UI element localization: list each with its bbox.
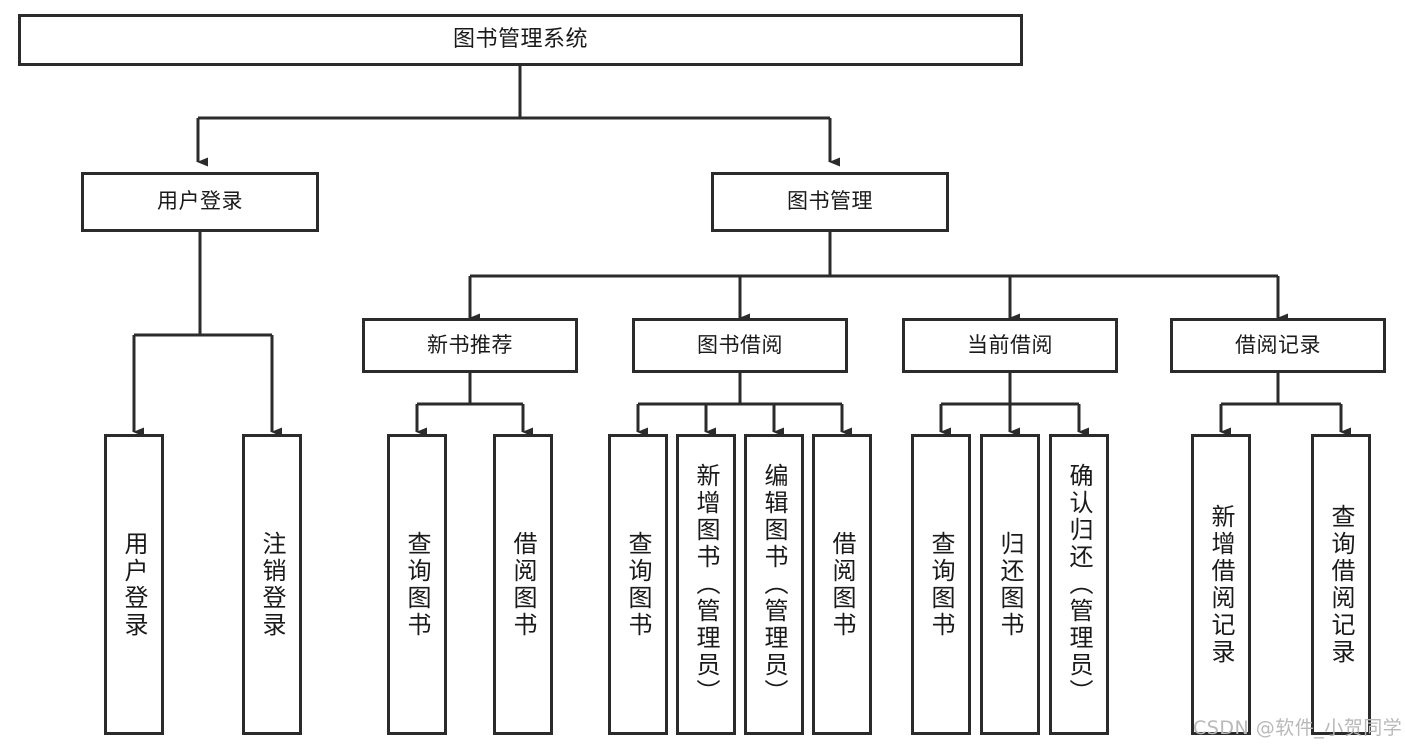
node-label: 新增借阅记录 — [1209, 504, 1233, 666]
node-label: 查询借阅记录 — [1329, 504, 1353, 666]
node-current-borrowing[interactable]: 当前借阅 — [902, 318, 1118, 373]
node-user-login[interactable]: 用户登录 — [81, 172, 319, 232]
node-label: 借阅记录 — [1235, 334, 1321, 358]
node-leaf-query-book-borrow[interactable]: 查询图书 — [608, 434, 668, 735]
node-leaf-add-book-admin[interactable]: 新增图书（管理员） — [676, 434, 736, 735]
node-new-book-recommendation[interactable]: 新书推荐 — [362, 318, 578, 373]
node-label: 图书管理系统 — [453, 28, 588, 53]
node-leaf-borrow-book[interactable]: 借阅图书 — [812, 434, 872, 735]
node-label: 新增图书（管理员） — [694, 463, 718, 706]
node-leaf-borrow-book-recommend[interactable]: 借阅图书 — [493, 434, 553, 735]
node-leaf-query-book-current[interactable]: 查询图书 — [911, 434, 971, 735]
node-label: 查询图书 — [405, 531, 429, 639]
node-label: 用户登录 — [157, 190, 243, 214]
node-label: 归还图书 — [998, 531, 1022, 639]
node-label: 确认归还（管理员） — [1067, 463, 1091, 706]
node-leaf-query-book-recommend[interactable]: 查询图书 — [387, 434, 447, 735]
node-leaf-query-borrow-record[interactable]: 查询借阅记录 — [1311, 434, 1371, 735]
node-leaf-logout[interactable]: 注销登录 — [242, 434, 302, 735]
node-leaf-edit-book-admin[interactable]: 编辑图书（管理员） — [744, 434, 804, 735]
node-label: 当前借阅 — [967, 334, 1053, 358]
node-label: 借阅图书 — [511, 531, 535, 639]
node-label: 新书推荐 — [427, 334, 513, 358]
node-label: 查询图书 — [626, 531, 650, 639]
node-book-management[interactable]: 图书管理 — [711, 172, 949, 232]
watermark-text: CSDN @软件_小贺同学 — [1193, 713, 1402, 740]
node-label: 注销登录 — [260, 531, 284, 639]
node-book-borrowing[interactable]: 图书借阅 — [632, 318, 848, 373]
node-borrowing-record[interactable]: 借阅记录 — [1170, 318, 1386, 373]
node-label: 编辑图书（管理员） — [762, 463, 786, 706]
node-leaf-return-book[interactable]: 归还图书 — [980, 434, 1040, 735]
node-leaf-user-login[interactable]: 用户登录 — [104, 434, 164, 735]
node-label: 用户登录 — [122, 531, 146, 639]
node-label: 借阅图书 — [830, 531, 854, 639]
node-leaf-confirm-return-admin[interactable]: 确认归还（管理员） — [1049, 434, 1109, 735]
node-leaf-add-borrow-record[interactable]: 新增借阅记录 — [1191, 434, 1251, 735]
node-label: 查询图书 — [929, 531, 953, 639]
node-label: 图书借阅 — [697, 334, 783, 358]
node-root-book-management-system[interactable]: 图书管理系统 — [18, 14, 1023, 66]
node-label: 图书管理 — [787, 190, 873, 214]
